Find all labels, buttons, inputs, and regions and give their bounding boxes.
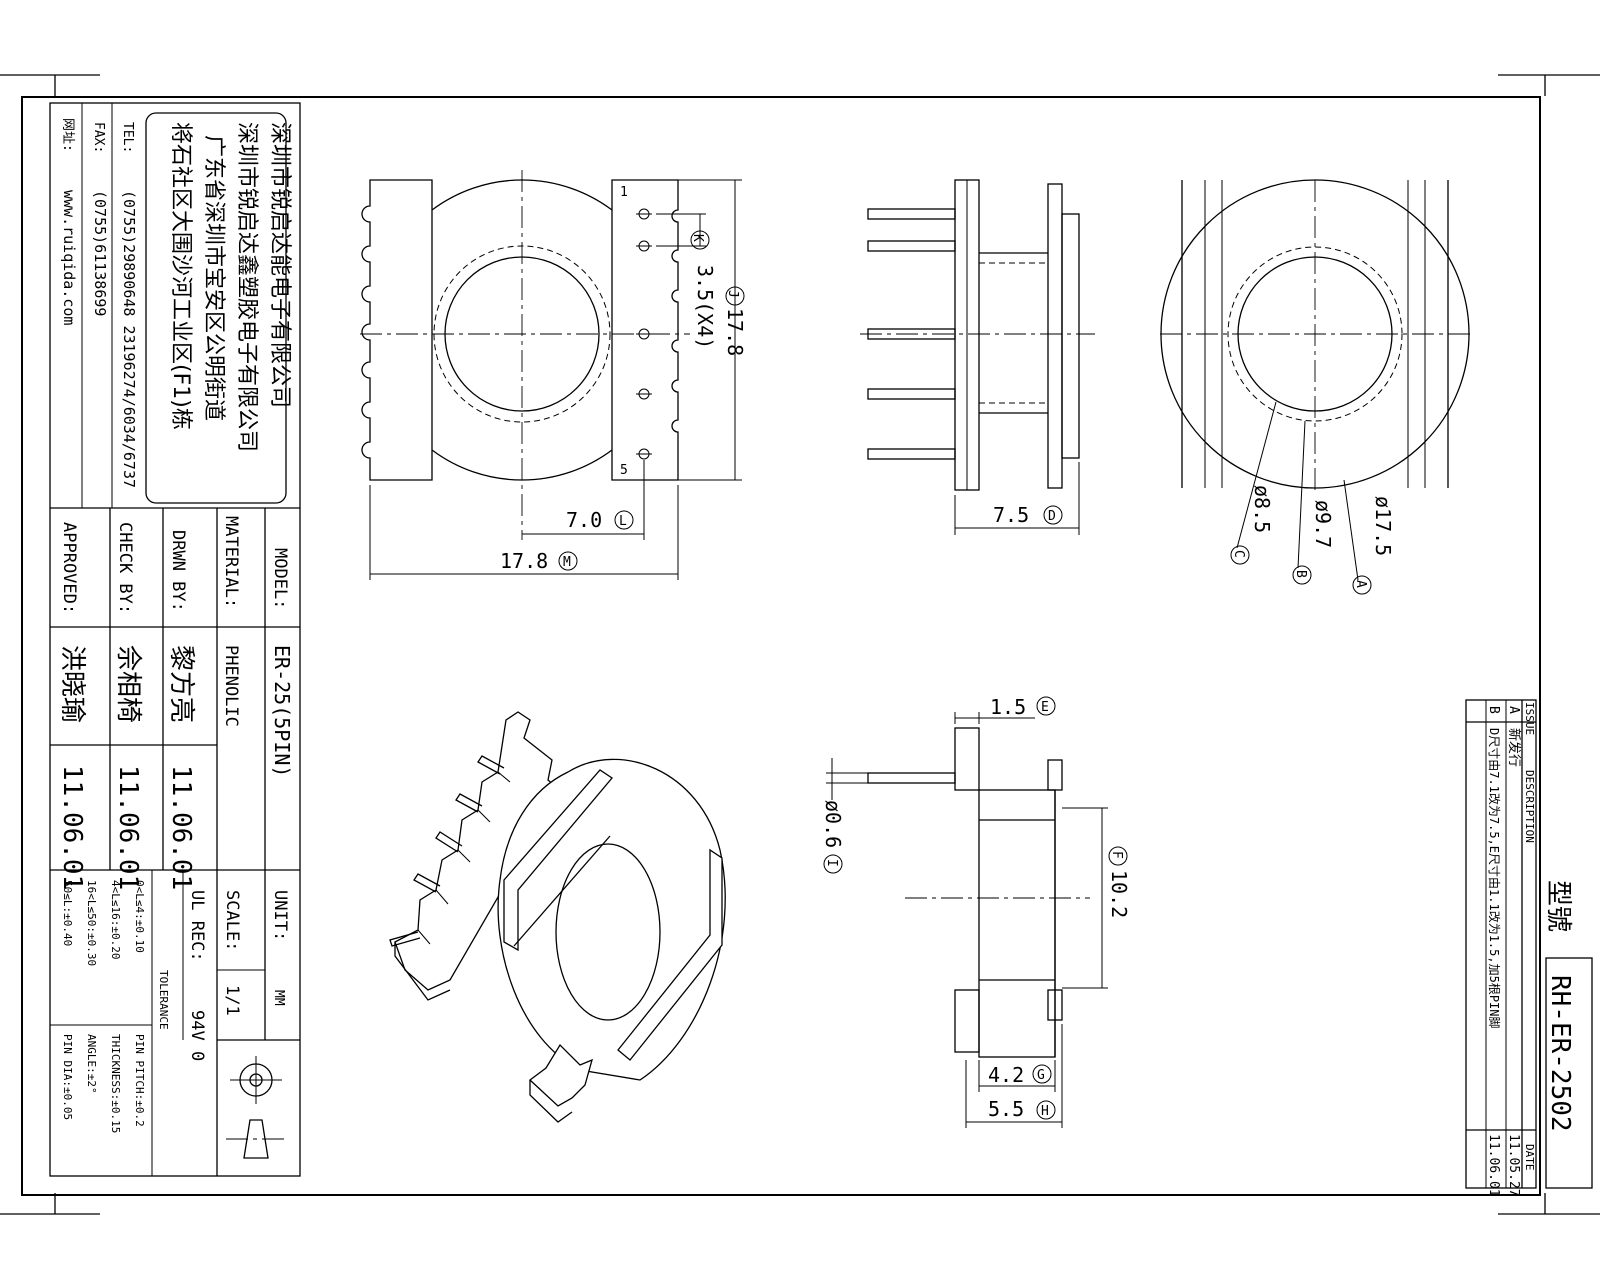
tolerance-line-8: PIN DIA:±0.05 bbox=[61, 1034, 74, 1120]
material-value: PHENOLIC bbox=[221, 645, 241, 727]
company-name-1: 深圳市锐启达能电子有限公司 bbox=[267, 122, 292, 408]
fax-value: (0755)61138699 bbox=[91, 190, 109, 316]
drawing-number-block: 型號 RH-ER-2502 bbox=[1543, 880, 1593, 1189]
scale-value: 1/1 bbox=[222, 985, 242, 1016]
projection-symbol-icon bbox=[226, 1056, 286, 1159]
web-value: www.ruiqida.com bbox=[60, 190, 78, 325]
revision-row-b-issue: B bbox=[1486, 706, 1501, 714]
revision-description-header: DESCRIPTION bbox=[1523, 770, 1536, 843]
revision-row-a-date: 11.05.27 bbox=[1506, 1134, 1521, 1197]
check-by-name: 佘相椅 bbox=[113, 645, 143, 723]
dim-h-tag: H bbox=[1041, 1104, 1049, 1119]
dim-e-value: 1.5 bbox=[990, 695, 1026, 719]
ul-rec-label: UL REC: bbox=[187, 890, 207, 962]
revision-table: ISSUE DESCRIPTION DATE A 新发行 11.05.27 B … bbox=[1465, 699, 1537, 1197]
check-by-label: CHECK BY: bbox=[115, 522, 135, 614]
side-view: 7.5 D bbox=[860, 179, 1095, 535]
tolerance-line-6: THICKNESS:±0.15 bbox=[109, 1034, 122, 1133]
dim-l-value: 7.0 bbox=[566, 508, 602, 532]
dim-g-value: 4.2 bbox=[988, 1063, 1024, 1087]
dim-k-value: 3.5(X4) bbox=[693, 265, 717, 349]
revision-issue-header: ISSUE bbox=[1523, 702, 1536, 735]
dim-f-value: 10.2 bbox=[1107, 870, 1131, 918]
ul-rec-value: 94V 0 bbox=[187, 1010, 207, 1061]
revision-row-a-description: 新发行 bbox=[1506, 728, 1522, 767]
dim-c-value: ø8.5 bbox=[1250, 485, 1274, 533]
pin-1-label: 1 bbox=[620, 185, 628, 200]
revision-row-a-issue: A bbox=[1506, 706, 1521, 714]
sheet-border bbox=[21, 96, 1541, 1196]
drawn-by-name: 黎方亮 bbox=[166, 645, 196, 723]
tolerance-line-3: 16<L≤50:±0.30 bbox=[85, 880, 98, 966]
approved-name: 洪晓瑜 bbox=[57, 645, 87, 723]
company-address-1: 广东省深圳市宝安区公明街道 bbox=[201, 135, 226, 421]
tolerance-line-5: PIN PITCH:±0.2 bbox=[133, 1034, 146, 1127]
tel-value: (0755)29890648 23196274/6034/6737 bbox=[120, 190, 138, 488]
revision-row-b-description: D尺寸由7.1改为7.5,E尺寸由1.1改为1.5,加5根PIN脚 bbox=[1487, 728, 1502, 1029]
model-value: ER-25(5PIN) bbox=[270, 645, 294, 777]
dim-d-tag: D bbox=[1048, 509, 1056, 524]
title-block: 深圳市锐启达能电子有限公司 深圳市锐启达鑫塑胶电子有限公司 广东省深圳市宝安区公… bbox=[49, 102, 301, 1177]
dim-k-tag: K bbox=[690, 234, 705, 242]
fax-label: FAX: bbox=[91, 122, 106, 153]
section-view: 1.5 E ø0.6 I F 10.2 4.2 G 5.5 H bbox=[821, 695, 1131, 1128]
company-name-2: 深圳市锐启达鑫塑胶电子有限公司 bbox=[234, 122, 259, 452]
dim-b-tag: B bbox=[1293, 570, 1308, 578]
sheet-corner-marks bbox=[0, 74, 1600, 1215]
pin-5-label: 5 bbox=[620, 463, 628, 478]
dim-i-tag: I bbox=[824, 859, 839, 867]
dim-b-value: ø9.7 bbox=[1311, 500, 1335, 548]
revision-date-header: DATE bbox=[1523, 1144, 1536, 1171]
dim-m-tag: M bbox=[563, 555, 571, 570]
dim-d-value: 7.5 bbox=[993, 503, 1029, 527]
check-by-date: 11.06.01 bbox=[113, 765, 143, 890]
company-address-2: 将石社区大围沙河工业区(F1)栋 bbox=[168, 122, 193, 430]
dim-a-tag: A bbox=[1353, 580, 1368, 588]
unit-label: UNIT: bbox=[270, 890, 290, 941]
unit-value: MM bbox=[271, 990, 286, 1006]
tolerance-line-2: 4<L≤16:±0.20 bbox=[109, 880, 122, 959]
dim-j-tag: J bbox=[725, 290, 740, 298]
drawn-by-label: DRWN BY: bbox=[168, 530, 188, 612]
tolerance-line-4: 50≤L:±0.40 bbox=[61, 880, 74, 946]
dim-a-value: ø17.5 bbox=[1371, 496, 1395, 556]
drawn-by-date: 11.06.01 bbox=[166, 765, 196, 890]
tolerance-line-1: 0<L≤4:±0.10 bbox=[133, 880, 146, 953]
iso-pins bbox=[389, 755, 505, 947]
dim-c-tag: C bbox=[1231, 550, 1246, 558]
dim-e-tag: E bbox=[1041, 700, 1049, 715]
dim-h-value: 5.5 bbox=[988, 1097, 1024, 1121]
isometric-view bbox=[389, 711, 726, 1123]
drawing-number-label: 型號 bbox=[1543, 880, 1573, 932]
approved-date: 11.06.01 bbox=[57, 765, 87, 890]
approved-label: APPROVED: bbox=[59, 522, 79, 614]
end-view: ø8.5 C ø9.7 B ø17.5 A bbox=[1160, 179, 1470, 595]
dim-i-value: ø0.6 bbox=[821, 800, 845, 848]
tel-label: TEL: bbox=[120, 122, 135, 153]
tolerance-label: TOLERANCE bbox=[157, 970, 170, 1030]
revision-row-b-date: 11.06.01 bbox=[1486, 1134, 1501, 1197]
web-label: 网址: bbox=[60, 118, 75, 152]
model-label: MODEL: bbox=[270, 548, 290, 609]
dim-g-tag: G bbox=[1037, 1068, 1045, 1083]
dim-m-value: 17.8 bbox=[500, 549, 548, 573]
dim-l-tag: L bbox=[619, 514, 627, 529]
front-view: 1 5 J 17.8 K 3.5(X4) 7.0 L 17.8 M bbox=[360, 170, 747, 580]
material-label: MATERIAL: bbox=[221, 516, 241, 608]
scale-label: SCALE: bbox=[222, 890, 242, 951]
dim-f-tag: F bbox=[1109, 851, 1124, 859]
tolerance-line-7: ANGLE:±2° bbox=[85, 1034, 98, 1094]
dim-j-value: 17.8 bbox=[723, 308, 747, 356]
drawing-number-value: RH-ER-2502 bbox=[1545, 975, 1575, 1132]
